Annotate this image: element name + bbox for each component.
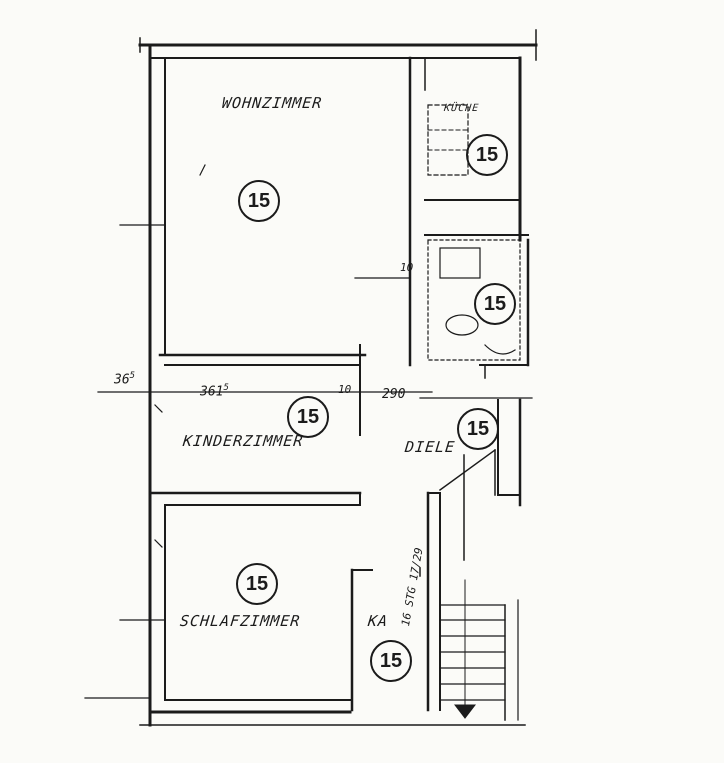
badge-kinderzimmer: 15 [287, 396, 329, 438]
dim-partition-right: 10 [400, 261, 414, 274]
dim-corridor-width: 290 [382, 387, 406, 402]
dim-room-width: 3615 [200, 383, 229, 400]
room-label-schlafzimmer: SCHLAFZIMMER [179, 612, 302, 630]
badge-schlafzimmer: 15 [236, 563, 278, 605]
badge-ka: 15 [370, 640, 412, 682]
badge-bad: 15 [474, 283, 516, 325]
badge-kueche: 15 [466, 134, 508, 176]
dim-wall-thickness: 365 [114, 371, 136, 388]
badge-diele: 15 [457, 408, 499, 450]
room-label-ka: KA [367, 612, 390, 630]
room-label-kinderzimmer: KINDERZIMMER [182, 432, 305, 450]
room-label-diele: DIELE [404, 438, 457, 456]
room-label-kueche: KÜCHE [443, 103, 480, 114]
room-label-wohnzimmer: WOHNZIMMER [221, 94, 324, 112]
dim-partition-left: 10 [338, 383, 352, 396]
badge-wohnzimmer: 15 [238, 180, 280, 222]
